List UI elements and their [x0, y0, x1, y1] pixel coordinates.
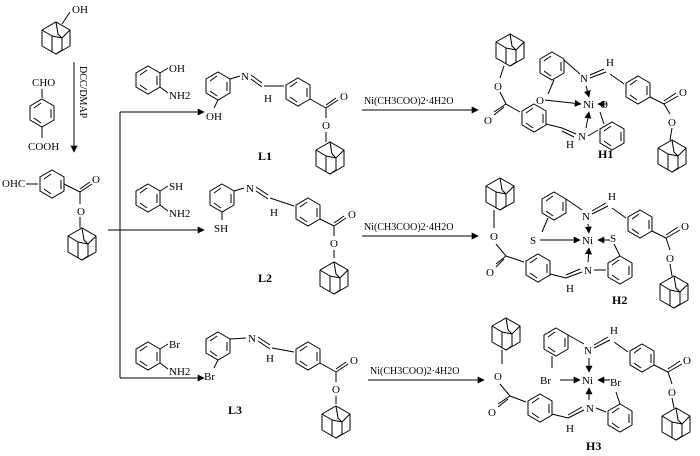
h1-donor-o-right: O [600, 99, 608, 111]
h1-carbonyl-o-right: O [679, 87, 687, 99]
h2-carbonyl-o-right: O [681, 221, 689, 233]
ohc-label: OHC [2, 178, 25, 190]
ligand-l1: OH N H O O L1 [205, 71, 348, 175]
amine-2-nh2: NH2 [169, 208, 190, 220]
amine-3-br: Br [169, 339, 180, 351]
l3-label: L3 [228, 403, 242, 417]
l3-br: Br [204, 371, 215, 383]
l1-imine-h: H [264, 93, 272, 105]
h3-donor-br-left: Br [540, 375, 551, 387]
h3-imine-h-lower: H [566, 423, 574, 435]
ester-link-o: O [77, 206, 85, 218]
h2-imine-n-lower: N [584, 265, 592, 277]
amine-1-nh2: NH2 [169, 90, 190, 102]
l2-imine-h: H [270, 207, 278, 219]
h2-link-o-right: O [666, 253, 674, 265]
complexation-arrow-2: Ni(CH3COO)2·4H2O [362, 222, 479, 240]
h1-imine-h-upper: H [606, 57, 614, 69]
h3-carbonyl-o-right: O [683, 355, 691, 367]
amine-2-sh: SH [169, 181, 183, 193]
l2-sh: SH [214, 223, 228, 235]
reagent-1: Ni(CH3COO)2·4H2O [364, 96, 453, 107]
l1-imine-n: N [241, 71, 249, 83]
h2-link-o-left: O [490, 231, 498, 243]
h3-link-o-right: O [668, 387, 676, 399]
l2-carbonyl-o: O [348, 209, 356, 221]
h1-ni: Ni [583, 99, 594, 111]
adamantyl-ester-aldehyde: OHC O O [2, 169, 100, 261]
amine-3-nh2: NH2 [169, 366, 190, 378]
amine-3: Br NH2 [135, 339, 190, 378]
amine-2: SH NH2 [135, 181, 190, 220]
branch-arrows [108, 108, 205, 382]
complexation-arrow-1: Ni(CH3COO)2·4H2O [362, 96, 479, 114]
cho-label: CHO [32, 77, 55, 89]
h1-imine-n-lower: N [578, 131, 586, 143]
l3-imine-n: N [248, 333, 256, 345]
l3-link-o: O [332, 384, 340, 396]
ligand-l3: Br N H O O L3 [204, 331, 358, 439]
h1-carbonyl-o-left: O [484, 115, 492, 127]
l2-link-o: O [330, 238, 338, 250]
h1-link-o-left: O [494, 81, 502, 93]
ester-carbonyl-o: O [92, 174, 100, 186]
l1-label: L1 [258, 149, 272, 163]
h2-carbonyl-o-left: O [486, 267, 494, 279]
h1-label: H1 [598, 147, 613, 161]
h2-label: H2 [612, 293, 627, 307]
h3-label: H3 [586, 439, 601, 453]
h2-donor-s-right: S [610, 233, 616, 245]
complexation-arrow-3: Ni(CH3COO)2·4H2O [368, 366, 485, 384]
h2-imine-n-upper: N [582, 211, 590, 223]
h2-ni: Ni [582, 235, 593, 247]
h1-link-o-right: O [668, 117, 676, 129]
h3-ni: Ni [582, 375, 593, 387]
l1-carbonyl-o: O [340, 91, 348, 103]
l1-oh: OH [206, 111, 222, 123]
l1-link-o: O [322, 120, 330, 132]
h2-donor-s-left: S [530, 235, 536, 247]
h3-imine-n-lower: N [586, 403, 594, 415]
reagent-3: Ni(CH3COO)2·4H2O [370, 366, 459, 377]
complex-h1: O O H N O O N H O O Ni [484, 33, 687, 173]
h2-imine-h-lower: H [566, 283, 574, 295]
h3-carbonyl-o-left: O [488, 407, 496, 419]
h1-imine-n-upper: N [580, 73, 588, 85]
l2-label: L2 [258, 271, 272, 285]
l3-carbonyl-o: O [350, 355, 358, 367]
ligand-l2: SH N H O O L2 [209, 183, 356, 295]
esterification-arrow: DCC/DMAP [70, 62, 88, 153]
complex-h3: O O H N Br Br N H O O Ni [488, 317, 691, 453]
reagent-2: Ni(CH3COO)2·4H2O [364, 222, 453, 233]
terephthalaldehydic-acid: CHO COOH [28, 77, 59, 153]
adamantanol: OH [41, 4, 88, 55]
amine-1: OH NH2 [135, 63, 190, 102]
amine-1-oh: OH [169, 63, 185, 75]
h3-imine-h-upper: H [610, 325, 618, 337]
dcc-dmap-label: DCC/DMAP [77, 66, 88, 119]
complex-h2: O O H N S S N H O O Ni [485, 177, 689, 309]
h3-link-o-left: O [494, 371, 502, 383]
h3-imine-n-upper: N [584, 345, 592, 357]
l2-imine-n: N [246, 183, 254, 195]
adamantanol-oh-label: OH [72, 4, 88, 16]
h1-imine-h-lower: H [566, 139, 574, 151]
l3-imine-h: H [266, 353, 274, 365]
h3-donor-br-right: Br [610, 377, 621, 389]
h2-imine-h-upper: H [608, 191, 616, 203]
cooh-label: COOH [28, 141, 59, 153]
h1-donor-o-left: O [536, 95, 544, 107]
